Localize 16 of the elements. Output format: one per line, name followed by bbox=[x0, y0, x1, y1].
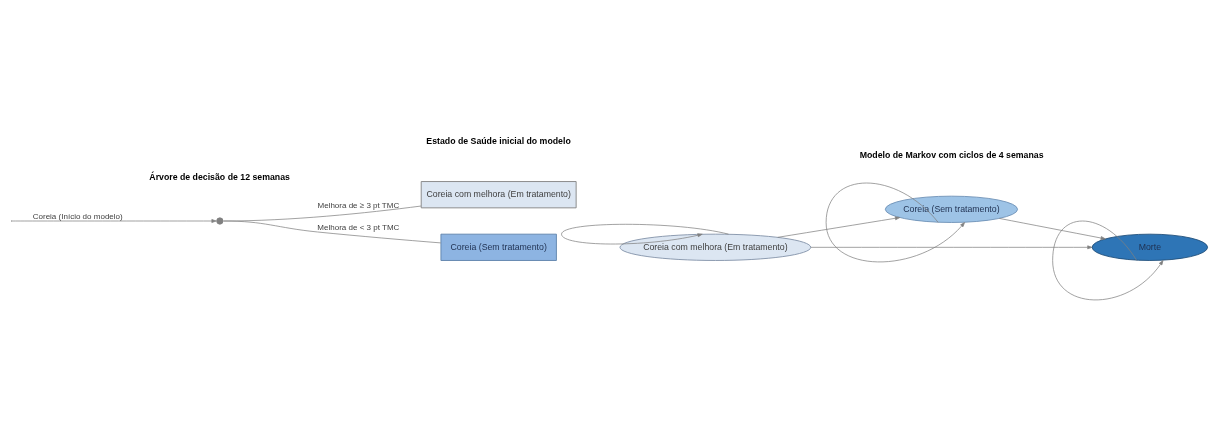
arrow bbox=[825, 182, 965, 262]
arrow bbox=[11, 218, 217, 223]
connector bbox=[223, 220, 442, 243]
arrow bbox=[998, 217, 1106, 240]
label: Modelo de Markov com ciclos de 4 semanas bbox=[859, 149, 1044, 160]
arrow bbox=[777, 215, 901, 238]
node-box: Coreia com melhora (Em tratamento) bbox=[420, 180, 577, 208]
arrow bbox=[1052, 220, 1164, 300]
edge-label: Melhora de ≥ 3 pt TMC bbox=[317, 200, 400, 210]
edge-label: Melhora de < 3 pt TMC bbox=[317, 222, 400, 232]
arrow bbox=[810, 244, 1093, 249]
edge-label: Coreia (Início do modelo) bbox=[32, 211, 123, 221]
label: Estado de Saúde inicial do modelo bbox=[426, 135, 571, 146]
node-box: Coreia (Sem tratamento) bbox=[440, 233, 557, 261]
label: Árvore de decisão de 12 semanas bbox=[149, 171, 290, 182]
node-point bbox=[216, 216, 224, 225]
